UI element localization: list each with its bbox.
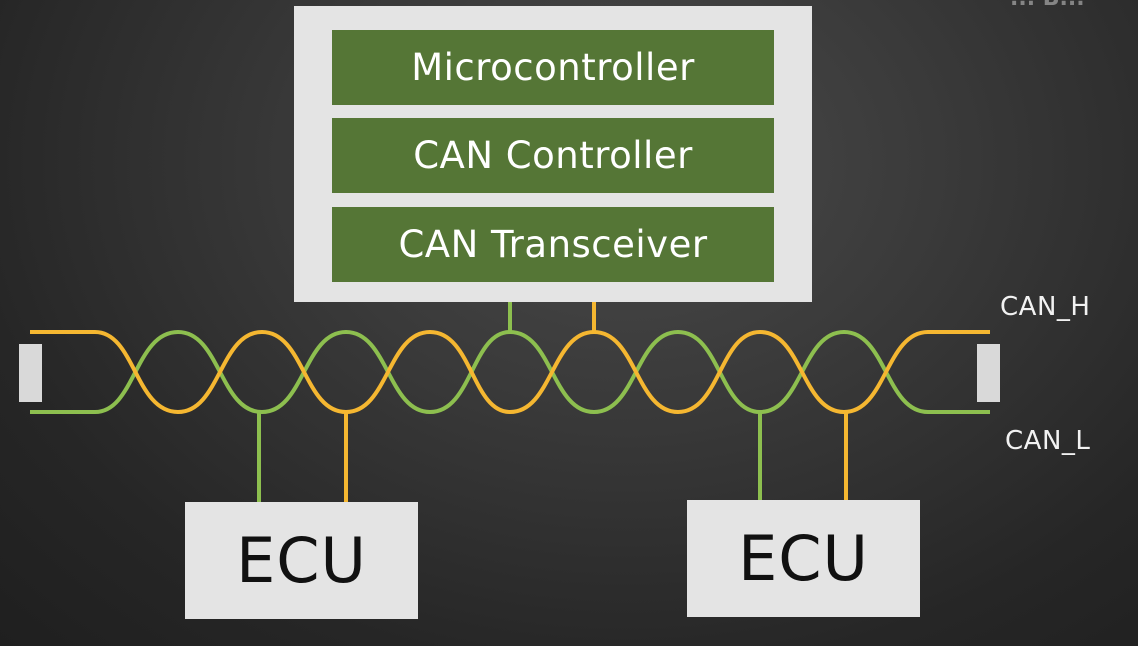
ecu-left: ECU xyxy=(185,502,418,619)
right-terminator-resistor xyxy=(977,344,1000,402)
can-l-label: CAN_L xyxy=(1005,426,1091,456)
main-node: Microcontroller CAN Controller CAN Trans… xyxy=(294,6,812,302)
left-terminator-resistor xyxy=(19,344,42,402)
ecu-right: ECU xyxy=(687,500,920,617)
can-h-label: CAN_H xyxy=(1000,292,1091,322)
can-h-wire xyxy=(30,329,990,415)
can-transceiver-layer: CAN Transceiver xyxy=(332,207,774,282)
ecu-left-label: ECU xyxy=(236,524,367,597)
can-controller-layer: CAN Controller xyxy=(332,118,774,193)
can-l-wire xyxy=(30,329,990,415)
corner-watermark-text: ... B... xyxy=(1010,0,1085,11)
microcontroller-layer: Microcontroller xyxy=(332,30,774,105)
ecu-right-label: ECU xyxy=(738,522,869,595)
